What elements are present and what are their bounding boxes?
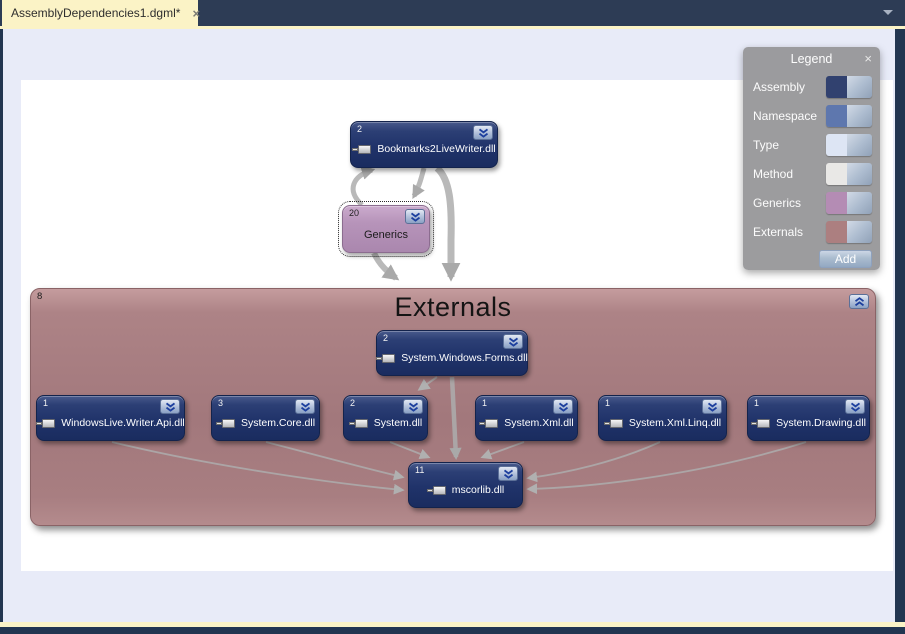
tab-accent-line-bottom [0,622,905,627]
double-chevron-down-icon [165,402,175,412]
double-chevron-down-icon [408,402,418,412]
double-chevron-down-icon [410,212,420,222]
legend-item-externals[interactable]: Externals [743,217,880,246]
node-badge: 2 [357,124,363,134]
legend-item-assembly[interactable]: Assembly [743,72,880,101]
double-chevron-down-icon [707,402,717,412]
graph-node-bookmarks2livewriter[interactable]: 2 Bookmarks2LiveWriter.dll [350,121,498,168]
legend-items: Assembly Namespace Type Method Generics … [743,72,880,246]
legend-item-type[interactable]: Type [743,130,880,159]
graph-node-system-drawing[interactable]: 1 System.Drawing.dll [747,395,870,441]
legend-item-method[interactable]: Method [743,159,880,188]
node-label: System.Xml.dll [504,417,574,429]
node-badge: 3 [218,398,224,408]
group-title: Externals [394,292,512,322]
legend-panel: Legend × Assembly Namespace Type Method … [743,47,880,270]
node-expand-chevron-icon[interactable] [498,466,518,481]
node-expand-chevron-icon[interactable] [503,334,523,349]
node-label: System.Windows.Forms.dll [401,352,528,364]
assembly-icon [426,485,446,496]
node-badge: 1 [43,398,49,408]
double-chevron-down-icon [478,128,488,138]
assembly-icon [36,418,56,429]
node-badge: 11 [415,465,425,475]
color-swatch [826,220,872,243]
node-label: System.Drawing.dll [776,417,866,429]
graph-node-system-core[interactable]: 3 System.Core.dll [211,395,320,441]
node-badge: 20 [349,208,360,218]
tab-close-icon[interactable]: × [192,5,201,21]
legend-item-label: Assembly [753,79,806,94]
graph-node-system-xml[interactable]: 1 System.Xml.dll [475,395,578,441]
legend-title: Legend [790,52,833,66]
assembly-icon [479,418,499,429]
legend-item-label: Generics [753,195,802,210]
node-expand-chevron-icon[interactable] [405,209,425,224]
node-expand-chevron-icon[interactable] [702,399,722,414]
assembly-icon [352,144,372,155]
node-label: mscorlib.dll [451,484,505,496]
assembly-icon [603,418,623,429]
assembly-icon [376,353,396,364]
tab-accent-line-top [0,26,905,29]
legend-item-label: Namespace [753,108,818,123]
double-chevron-down-icon [850,402,860,412]
node-expand-chevron-icon[interactable] [473,125,493,140]
legend-item-label: Type [753,137,780,152]
color-swatch [826,162,872,185]
tab-title: AssemblyDependencies1.dgml* [11,6,181,20]
node-expand-chevron-icon[interactable] [403,399,423,414]
graph-node-windowslive-writer-api[interactable]: 1 WindowsLive.Writer.Api.dll [36,395,185,441]
node-label: System.Core.dll [240,417,316,429]
double-chevron-down-icon [503,469,513,479]
node-label: Bookmarks2LiveWriter.dll [377,143,496,155]
graph-node-system[interactable]: 2 System.dll [343,395,428,441]
document-tab-strip: AssemblyDependencies1.dgml* × [0,0,905,26]
tab-list-dropdown-icon[interactable] [883,10,893,15]
color-swatch [826,104,872,127]
add-button[interactable]: Add [819,250,872,268]
window-border-left [0,29,3,622]
color-swatch [826,191,872,214]
node-badge: 1 [605,398,611,408]
color-swatch [826,133,872,156]
node-expand-chevron-icon[interactable] [160,399,180,414]
double-chevron-down-icon [558,402,568,412]
color-swatch [826,75,872,98]
node-label: Generics [363,229,409,241]
graph-node-system-xml-linq[interactable]: 1 System.Xml.Linq.dll [598,395,727,441]
node-expand-chevron-icon[interactable] [295,399,315,414]
node-badge: 1 [754,398,760,408]
window-border-right [895,29,905,622]
assembly-icon [751,418,771,429]
assembly-icon [215,418,235,429]
node-label: System.dll [373,417,423,429]
legend-item-label: Method [753,166,794,181]
group-badge: 8 [37,291,43,302]
legend-item-namespace[interactable]: Namespace [743,101,880,130]
node-expand-chevron-icon[interactable] [845,399,865,414]
group-collapse-chevron-icon[interactable] [849,294,869,309]
legend-item-generics[interactable]: Generics [743,188,880,217]
tab-assemblydependencies1[interactable]: AssemblyDependencies1.dgml* × [2,0,201,26]
double-chevron-down-icon [300,402,310,412]
node-badge: 2 [350,398,356,408]
graph-node-generics[interactable]: 20 Generics [338,201,434,257]
assembly-icon [348,418,368,429]
node-label: System.Xml.Linq.dll [628,417,722,429]
node-label: WindowsLive.Writer.Api.dll [61,417,185,429]
graph-node-system-windows-forms[interactable]: 2 System.Windows.Forms.dll [376,330,528,376]
node-expand-chevron-icon[interactable] [553,399,573,414]
node-badge: 2 [383,333,389,343]
legend-close-icon[interactable]: × [864,51,872,66]
node-badge: 1 [482,398,488,408]
double-chevron-down-icon [508,337,518,347]
legend-item-label: Externals [753,224,804,239]
double-chevron-up-icon [854,296,864,306]
graph-node-mscorlib[interactable]: 11 mscorlib.dll [408,462,523,508]
